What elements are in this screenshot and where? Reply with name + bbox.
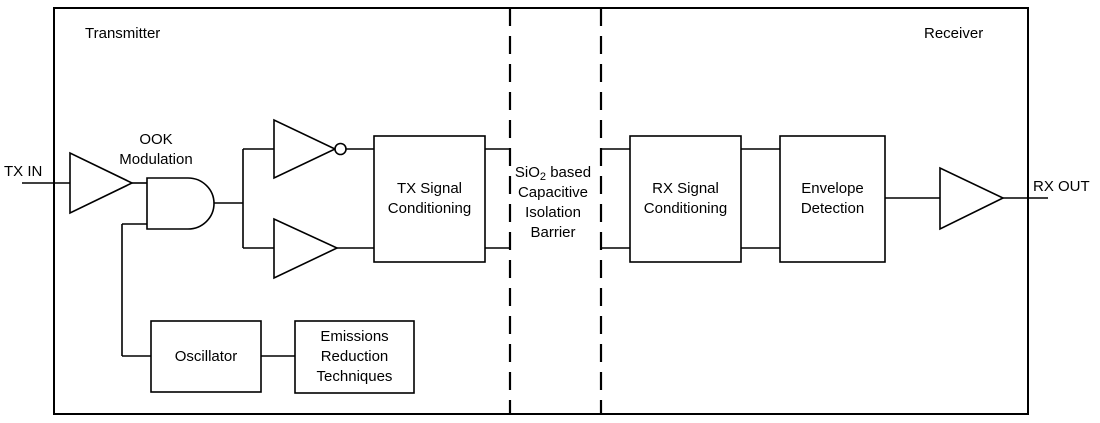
ook-modulation-line1: OOK	[139, 131, 173, 148]
tx-signal-conditioning-box	[373, 135, 486, 263]
envelope-detection-line1: Envelope	[801, 180, 864, 197]
emissions-reduction-line3: Techniques	[316, 368, 393, 385]
emissions-reduction-block: Emissions Reduction Techniques	[295, 321, 414, 393]
barrier-line4: Barrier	[530, 224, 576, 241]
oscillator-label: Oscillator	[174, 347, 238, 365]
rx-signal-conditioning-box	[629, 135, 742, 263]
barrier-line1-post: based	[546, 164, 592, 181]
emissions-reduction-line2: Reduction	[320, 348, 389, 365]
envelope-detection-box	[779, 135, 886, 263]
rx-out-label: RX OUT	[1033, 178, 1090, 195]
envelope-detection-line2: Detection	[800, 200, 865, 217]
emissions-reduction-box	[294, 320, 415, 394]
barrier-line3: Isolation	[525, 204, 581, 221]
output-buffer-triangle	[939, 166, 1005, 231]
tx-in-label: TX IN	[4, 163, 43, 180]
input-buffer-triangle	[69, 151, 134, 215]
oscillator-box	[150, 320, 262, 393]
envelope-detection-block: Envelope Detection	[780, 136, 885, 262]
rx-signal-conditioning-line1: RX Signal	[652, 180, 719, 197]
rx-signal-conditioning-line2: Conditioning	[643, 200, 728, 217]
ook-modulation-line2: Modulation	[119, 151, 193, 168]
rx-signal-conditioning-block: RX Signal Conditioning	[630, 136, 741, 262]
barrier-line2: Capacitive	[517, 184, 589, 201]
isolation-barrier-label: SiO2 based Capacitive Isolation Barrier	[505, 163, 601, 243]
barrier-line1-pre: SiO	[514, 164, 540, 181]
oscillator-block: Oscillator	[151, 321, 261, 392]
emissions-reduction-line1: Emissions	[320, 328, 389, 345]
barrier-line1: SiO2 based	[505, 163, 601, 183]
outer-frame	[53, 7, 1029, 415]
tx-signal-conditioning-line2: Conditioning	[387, 200, 472, 217]
ook-modulation-label: OOK Modulation	[104, 130, 208, 170]
receiver-label: Receiver	[924, 25, 984, 42]
and-gate	[146, 177, 215, 230]
non-inverting-driver-triangle	[273, 217, 339, 280]
tx-signal-conditioning-line1: TX Signal	[396, 180, 463, 197]
barrier-line1-sub: 2	[539, 171, 547, 183]
tx-signal-conditioning-block: TX Signal Conditioning	[374, 136, 485, 262]
inverting-driver-triangle	[273, 118, 337, 180]
transmitter-label: Transmitter	[85, 25, 161, 42]
inverter-bubble	[334, 142, 347, 156]
